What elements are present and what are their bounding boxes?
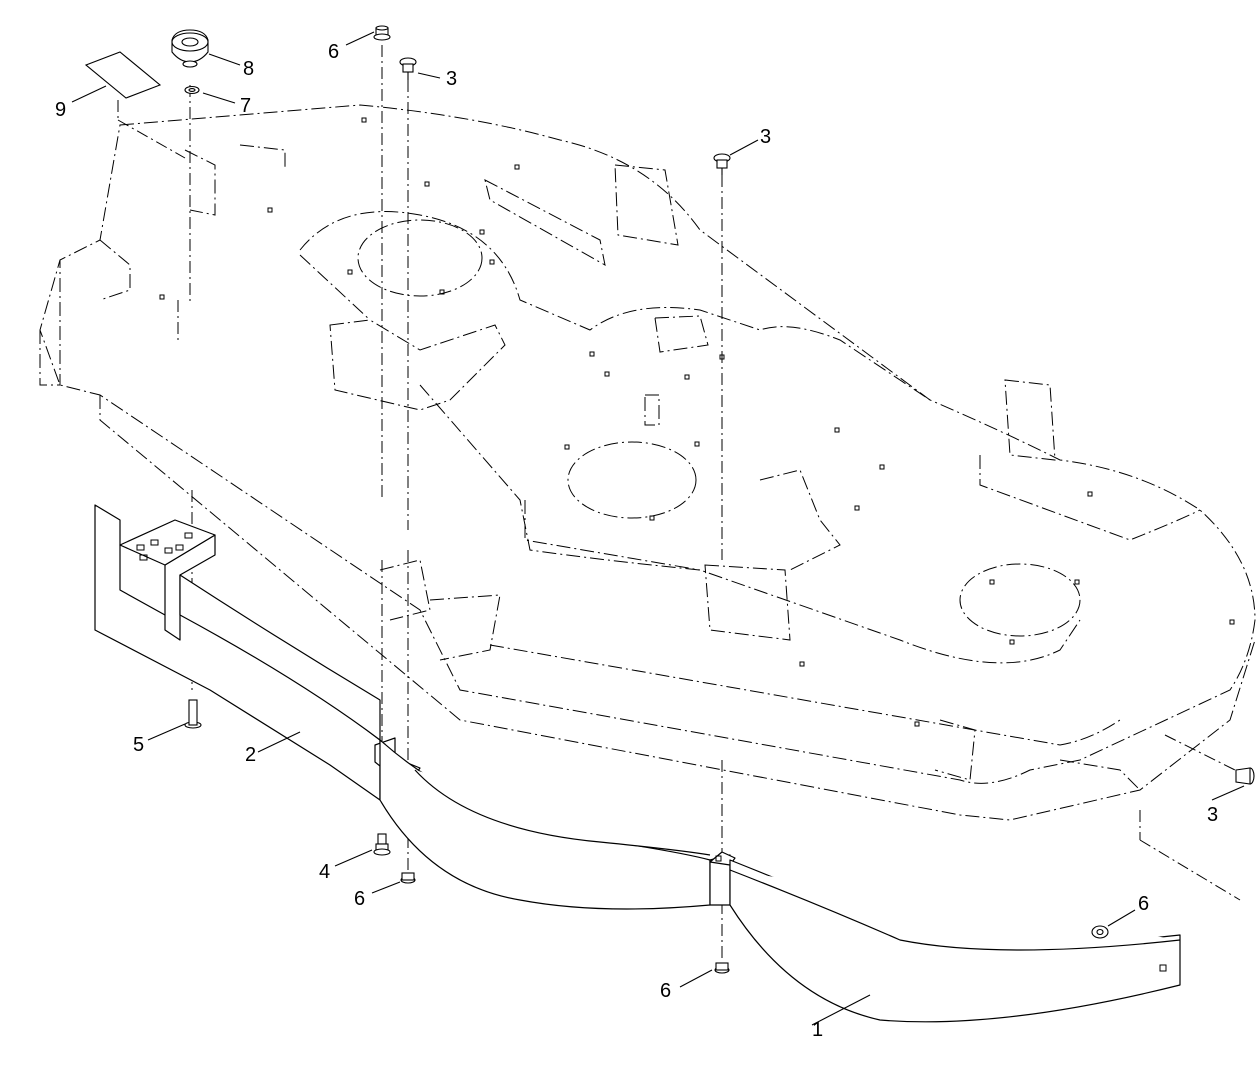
callout-4: 4 bbox=[319, 861, 330, 883]
decal bbox=[84, 51, 162, 99]
bolt-tab bbox=[373, 833, 391, 856]
callout-5: 5 bbox=[133, 734, 144, 756]
carriage-bolt-center bbox=[713, 153, 731, 175]
carriage-bolt-top bbox=[399, 57, 417, 80]
callout-6-bottom-center: 6 bbox=[660, 980, 671, 1002]
callout-2: 2 bbox=[245, 744, 256, 766]
carriage-bolt-side bbox=[1235, 767, 1255, 785]
callout-6-bottom-left: 6 bbox=[354, 888, 365, 910]
flange-nut-bottom-left bbox=[400, 872, 416, 884]
callout-1: 1 bbox=[812, 1019, 823, 1041]
callout-3-center: 3 bbox=[760, 126, 771, 148]
callout-8: 8 bbox=[243, 58, 254, 80]
leader-lines bbox=[71, 31, 1245, 1026]
callout-labels: 1 2 3 3 3 4 5 6 6 6 6 7 8 9 bbox=[55, 41, 1218, 1041]
assembly-axes bbox=[117, 45, 1241, 961]
flange-nut-right bbox=[1091, 925, 1109, 939]
callout-6-top: 6 bbox=[328, 41, 339, 63]
callout-9: 9 bbox=[55, 99, 66, 121]
bolt-front bbox=[184, 699, 202, 729]
callout-3-side: 3 bbox=[1207, 804, 1218, 826]
callout-6-right: 6 bbox=[1138, 893, 1149, 915]
rear-baffle bbox=[379, 739, 1181, 1023]
flange-nut-top bbox=[373, 25, 391, 41]
callout-3-top: 3 bbox=[446, 68, 457, 90]
callout-7: 7 bbox=[240, 95, 251, 117]
washer bbox=[184, 85, 200, 95]
front-baffle bbox=[94, 504, 421, 821]
flange-nut-bottom-center bbox=[714, 962, 730, 974]
mower-deck-outline bbox=[39, 104, 1256, 821]
knob bbox=[171, 29, 209, 68]
